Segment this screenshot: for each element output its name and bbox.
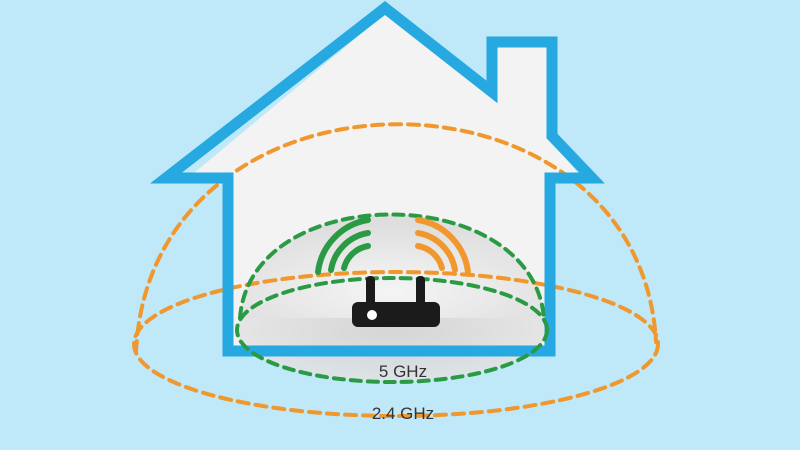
wifi-signal-right-icon <box>415 217 471 275</box>
router-led <box>367 310 377 320</box>
24ghz-floor-ellipse <box>132 270 660 418</box>
24ghz-dome-outline <box>134 122 658 354</box>
router-antenna-left <box>366 276 375 306</box>
wifi-signal-left-icon <box>315 217 371 275</box>
5ghz-dome-outline <box>238 212 546 320</box>
router-antenna-right <box>416 276 425 306</box>
label-5ghz: 5 GHz <box>379 362 427 381</box>
house-outline <box>149 1 605 357</box>
label-24ghz: 2.4 GHz <box>372 404 434 423</box>
router-body <box>352 302 440 327</box>
5ghz-dome-fill <box>240 214 544 318</box>
wifi-router-icon <box>352 276 440 327</box>
5ghz-floor-ellipse <box>235 276 549 384</box>
